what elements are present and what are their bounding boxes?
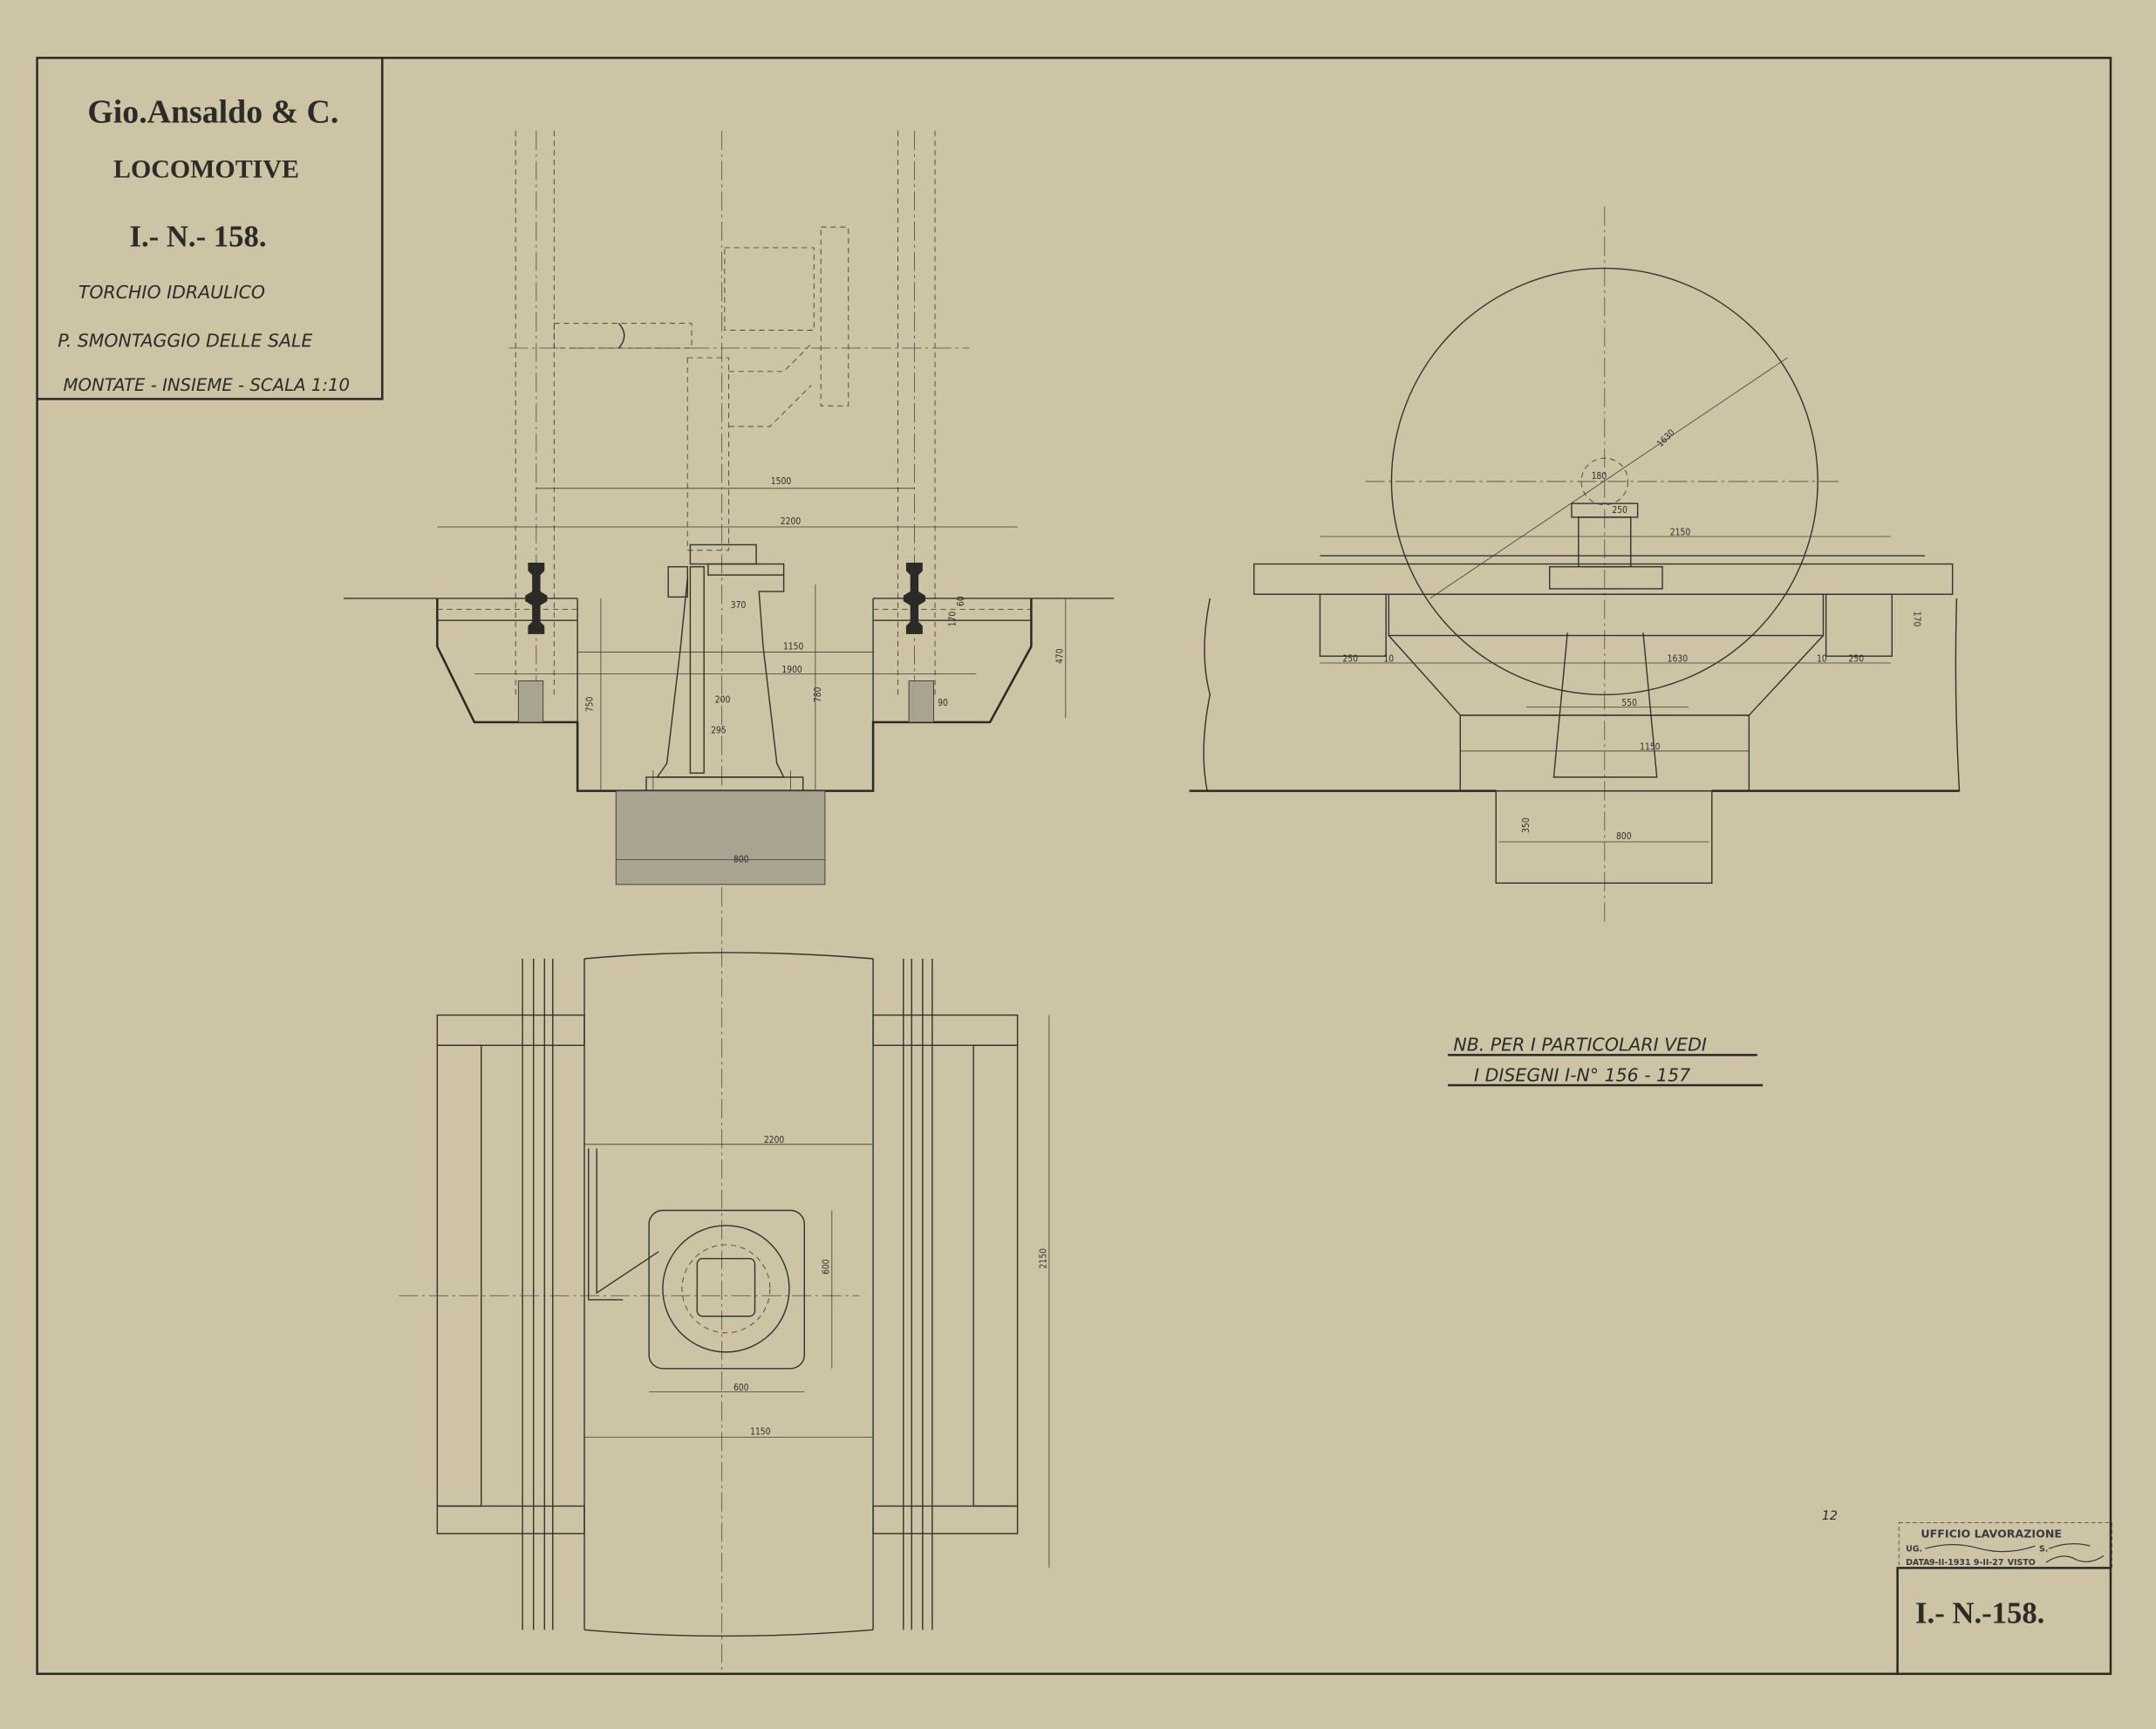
company-name: Gio.Ansaldo & C. (87, 93, 338, 130)
dim-side-10-left: 10 (1383, 653, 1394, 664)
reference-note: NB. PER I PARTICOLARI VEDI I DISEGNI I-N… (1448, 1035, 1764, 1087)
stamp-visto-label: VISTO (2008, 1558, 2036, 1568)
approval-stamp: 12 UFFICIO LAVORAZIONE UG. S. DATA 9-II-… (1822, 1509, 2112, 1568)
title-block: Gio.Ansaldo & C. LOCOMOTIVE I.- N.- 158.… (37, 58, 384, 400)
dim-front-200: 200 (715, 695, 731, 706)
dim-front-2200: 2200 (781, 516, 802, 527)
dim-side-800: 800 (1616, 831, 1632, 842)
dim-plan-2150: 2150 (1039, 1248, 1049, 1269)
dim-front-780: 780 (813, 687, 823, 702)
side-view: 1630 180 250 2150 250 10 1630 10 250 170… (1189, 206, 1961, 925)
drawing-number-footer: I.- N.-158. (1915, 1596, 2044, 1630)
dim-plan-600-vertical: 600 (822, 1259, 832, 1275)
dim-plan-2200: 2200 (764, 1135, 785, 1145)
drawing-number-box: I.- N.-158. (1896, 1567, 2111, 1674)
dim-side-250-top: 250 (1612, 505, 1627, 516)
stamp-office: UFFICIO LAVORAZIONE (1921, 1527, 2062, 1541)
dim-side-550: 550 (1621, 698, 1637, 708)
front-view: 1500 2200 370 1150 1900 200 295 90 800 7… (344, 130, 1114, 1671)
stamp-row1-suffix: S. (2039, 1544, 2048, 1554)
dim-front-1150: 1150 (783, 641, 804, 652)
title-line-2: P. SMONTAGGIO DELLE SALE (58, 330, 312, 351)
title-line-3: MONTATE - INSIEME - SCALA 1:10 (64, 375, 351, 395)
dim-side-1150: 1150 (1640, 741, 1661, 752)
side-foundation (1495, 789, 1713, 884)
dim-side-radius-1630: 1630 (1655, 427, 1677, 449)
stamp-date-label: DATA (1906, 1558, 1930, 1568)
dim-side-170: 170 (1912, 612, 1922, 627)
concrete-foundation (615, 790, 826, 885)
rail-right (903, 562, 926, 634)
beam (1253, 563, 1954, 595)
page-mark: 12 (1822, 1509, 1838, 1523)
title-line-1: TORCHIO IDRAULICO (78, 282, 265, 303)
drawing-number: I.- N.- 158. (130, 219, 267, 253)
dim-front-1500: 1500 (771, 476, 792, 487)
dim-front-295: 295 (711, 725, 727, 735)
dim-front-1900: 1900 (781, 665, 802, 675)
dim-front-800: 800 (733, 855, 749, 865)
dim-side-2150: 2150 (1670, 527, 1691, 537)
dim-side-1630: 1630 (1668, 653, 1689, 664)
dim-side-250-right: 250 (1849, 653, 1865, 664)
sheet-border (36, 57, 2112, 1676)
dim-front-60: 60 (956, 596, 966, 606)
dim-front-750: 750 (584, 696, 595, 712)
dim-side-180: 180 (1592, 471, 1607, 482)
dim-plan-1150: 1150 (750, 1426, 771, 1437)
dim-front-170: 170 (948, 612, 959, 627)
dim-front-370: 370 (731, 600, 747, 611)
dim-side-250-left: 250 (1342, 653, 1358, 664)
division-label: LOCOMOTIVE (113, 155, 299, 184)
dim-side-350: 350 (1521, 817, 1532, 833)
note-line-2: I DISEGNI I-N° 156 - 157 (1474, 1064, 1690, 1085)
dim-plan-600-horizontal: 600 (733, 1383, 749, 1393)
dim-front-470: 470 (1055, 648, 1066, 664)
dim-front-90: 90 (938, 698, 948, 708)
note-line-1: NB. PER I PARTICOLARI VEDI (1453, 1035, 1707, 1056)
stamp-row1-label: UG. (1906, 1544, 1922, 1554)
stamp-date: 9-II-1931 9-II-27 (1929, 1558, 2004, 1568)
base-plate (648, 1209, 805, 1370)
dim-side-10-right: 10 (1817, 653, 1827, 664)
plan-view: 2200 600 1150 600 2150 (399, 952, 1050, 1637)
rail-left (525, 562, 548, 634)
